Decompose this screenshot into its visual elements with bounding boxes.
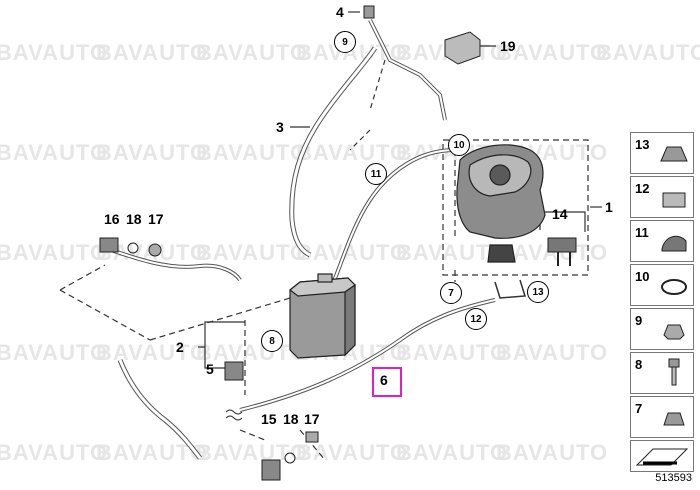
legend-number: 9 [635, 313, 643, 328]
circled-callout-9: 9 [334, 31, 356, 53]
pump-part [487, 244, 516, 263]
tank-assembly [456, 144, 546, 239]
dashed-leader [59, 264, 301, 395]
legend-number: 7 [635, 401, 643, 416]
legend-cell-10: 10 [630, 264, 694, 306]
clamp-13 [494, 279, 526, 299]
connector-16-group [99, 237, 162, 257]
highlight-box [372, 367, 402, 397]
break-mark [225, 409, 243, 421]
leader-2 [198, 321, 245, 369]
connector-top [368, 19, 447, 121]
clip-icon [660, 146, 688, 162]
callout-17: 17 [148, 211, 164, 227]
module-19 [444, 31, 481, 65]
part-14 [547, 237, 577, 266]
circled-callout-8: 8 [261, 330, 283, 352]
line-6 [239, 298, 496, 412]
callout-18-bottom: 18 [283, 411, 299, 427]
callout-15: 15 [261, 411, 277, 427]
bolt-icon [668, 358, 680, 386]
line-11 [328, 148, 456, 291]
clamp-icon [661, 235, 687, 252]
legend-cell-12: 12 [630, 176, 694, 218]
legend-number: 8 [635, 357, 643, 372]
circled-callout-7: 7 [440, 282, 462, 304]
legend-number: 10 [635, 269, 650, 284]
direction-arrow-icon [635, 448, 689, 466]
legend-cell-arrow [630, 440, 694, 472]
bolt-4 [363, 5, 375, 19]
callout-6: 6 [380, 372, 388, 388]
callout-2: 2 [176, 339, 184, 355]
legend-cell-8: 8 [630, 352, 694, 394]
callout-14: 14 [552, 206, 568, 222]
callout-5: 5 [206, 361, 214, 377]
nut-icon [663, 324, 685, 340]
legend-number: 11 [635, 225, 649, 240]
clip-icon [662, 192, 686, 208]
sensor-5 [224, 361, 244, 381]
connector-15-group [261, 431, 319, 481]
circled-callout-11: 11 [365, 163, 387, 185]
diagram-code: 513593 [655, 472, 692, 484]
legend-cell-11: 11 [630, 220, 694, 262]
callout-1: 1 [605, 199, 613, 215]
legend-number: 12 [635, 181, 650, 196]
dashed-leader [239, 429, 326, 461]
callout-19: 19 [500, 38, 516, 54]
legend-cell-7: 7 [630, 396, 694, 438]
assembly-box [442, 139, 589, 276]
circled-callout-13: 13 [527, 281, 549, 303]
legend-cell-13: 13 [630, 132, 694, 174]
legend-number: 13 [635, 137, 650, 152]
circled-callout-12: 12 [465, 308, 487, 330]
nut-icon [663, 412, 685, 426]
wiring-16 [104, 246, 242, 282]
legend-cell-9: 9 [630, 308, 694, 350]
circled-callout-10: 10 [448, 134, 470, 156]
hose-clamp-icon [661, 279, 687, 295]
charcoal-canister [289, 273, 356, 359]
callout-18: 18 [126, 211, 142, 227]
callout-16: 16 [104, 211, 120, 227]
callout-4: 4 [336, 4, 344, 20]
dashed-leader [349, 59, 386, 151]
callout-17-bottom: 17 [304, 411, 320, 427]
callout-3: 3 [276, 119, 284, 135]
